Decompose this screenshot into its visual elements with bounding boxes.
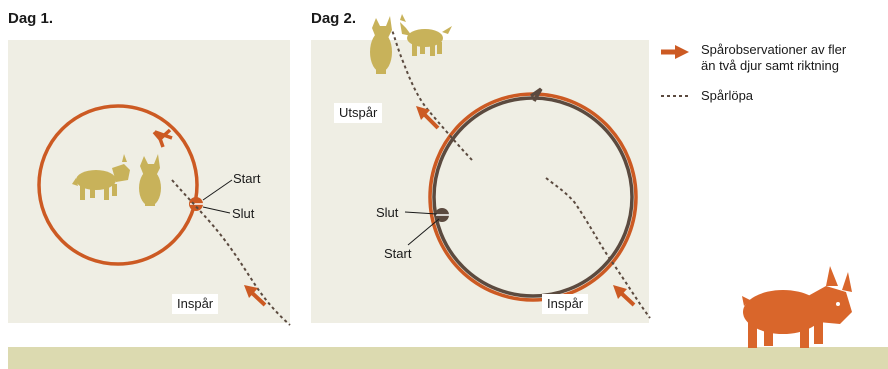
day1-lynx-walking-icon <box>72 154 130 200</box>
day2-track-out-label: Utspår <box>334 103 383 123</box>
day2-track-in-arrowhead <box>613 285 627 299</box>
day2-start-label: Start <box>384 246 412 261</box>
day2-track-out-arrow-shaft <box>422 112 440 130</box>
day2-loop-direction-arrow <box>529 87 543 102</box>
day2-track-in-label: Inspår <box>542 294 589 314</box>
day2-inner-loop-track <box>432 96 634 298</box>
legend-dotted-text: Spårlöpa <box>701 88 754 103</box>
day2-dotted-path-in <box>545 177 651 319</box>
large-lynx-walking-icon <box>742 266 852 348</box>
day1-title: Dag 1. <box>8 10 54 27</box>
legend-arrow-icon <box>675 45 689 59</box>
day1-end-leader <box>202 206 231 214</box>
day2-start-leader <box>407 218 440 246</box>
day2-outer-loop-track <box>428 92 638 302</box>
day1-lynx-sitting-icon <box>139 154 161 206</box>
legend-arrow-text-line1: Spårobservationer av fler <box>701 42 847 57</box>
day1-start-leader <box>202 179 233 201</box>
day2-title: Dag 2. <box>311 10 357 27</box>
day2-lynx-walking-icon <box>400 14 452 56</box>
ground-strip <box>8 347 888 369</box>
day1-start-label: Start <box>233 171 261 186</box>
day1-loop-track <box>37 104 199 266</box>
day1-dotted-path <box>171 179 291 326</box>
day2-dotted-path-out <box>391 29 473 161</box>
day1-track-in-label: Inspår <box>172 294 219 314</box>
day2-lynx-sitting-icon <box>370 16 392 74</box>
day2-end-label: Slut <box>376 205 399 220</box>
day2-end-leader <box>404 211 438 215</box>
day2-track-out-arrowhead <box>416 106 430 120</box>
day1-track-in-arrowhead <box>244 285 258 298</box>
legend-arrow-text-line2: än två djur samt riktning <box>701 58 840 73</box>
day1-end-label: Slut <box>232 206 255 221</box>
day1-loop-arrowhead <box>155 130 173 148</box>
